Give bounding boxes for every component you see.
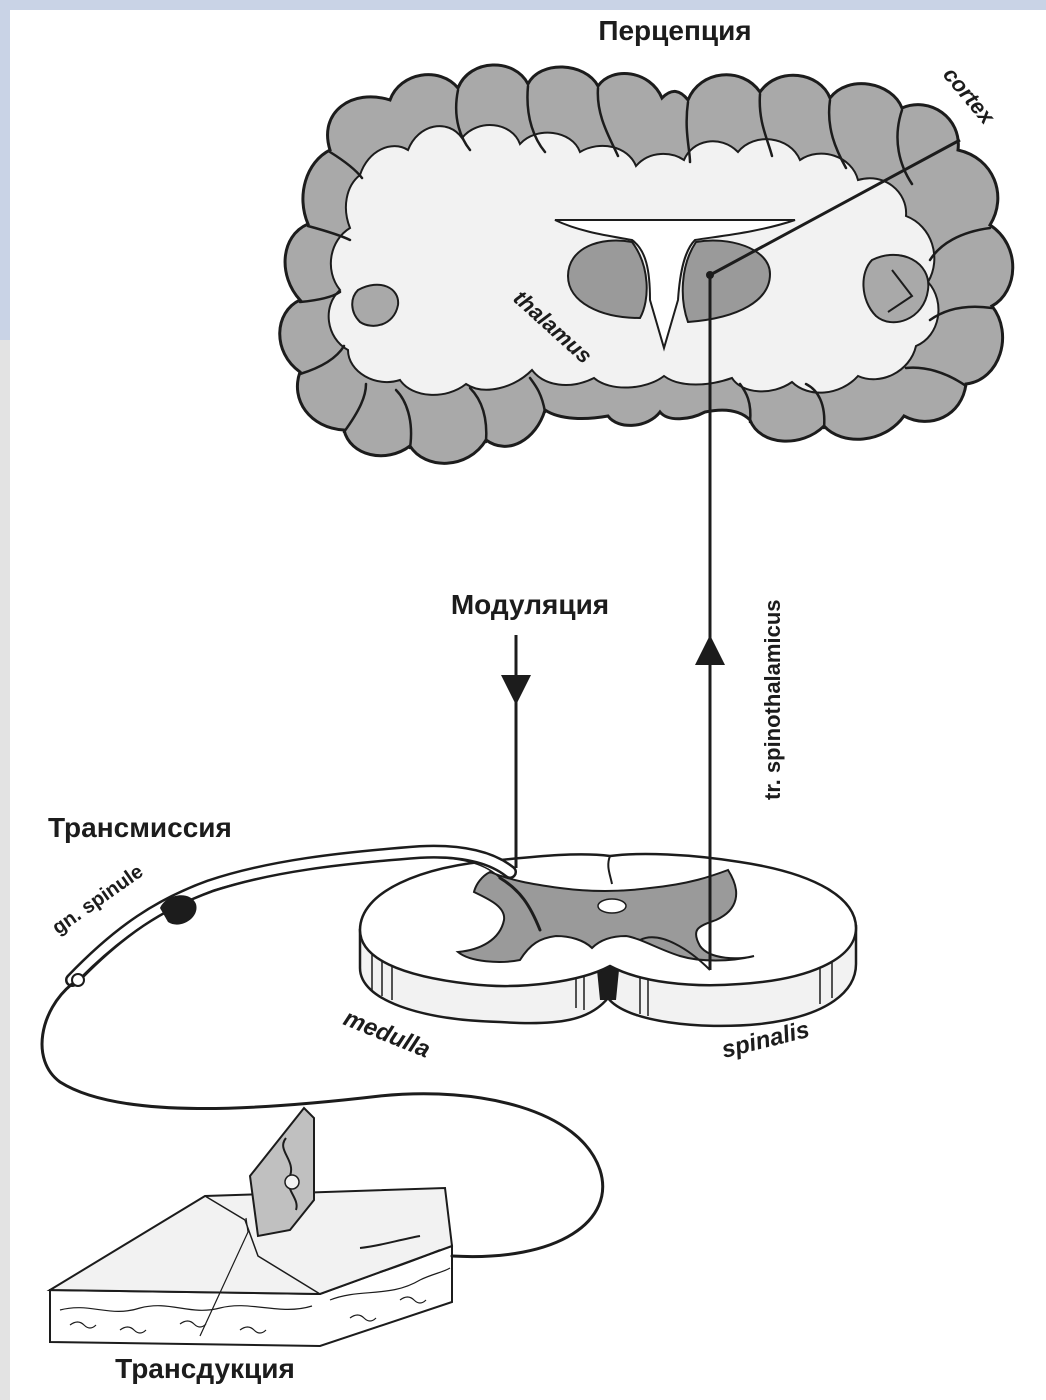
- label-modulation: Модуляция: [451, 589, 609, 620]
- label-tract: tr. spinothalamicus: [760, 600, 785, 801]
- label-perception: Перцепция: [598, 15, 751, 46]
- brain-section: [280, 65, 1013, 463]
- label-transduction: Трансдукция: [115, 1353, 295, 1384]
- skin-block: [50, 1108, 452, 1346]
- lateral-fold-left: [352, 285, 398, 326]
- label-transmission: Трансмиссия: [48, 812, 232, 843]
- lateral-fold-right: [863, 255, 928, 322]
- spinal-cord-section: [360, 854, 856, 1026]
